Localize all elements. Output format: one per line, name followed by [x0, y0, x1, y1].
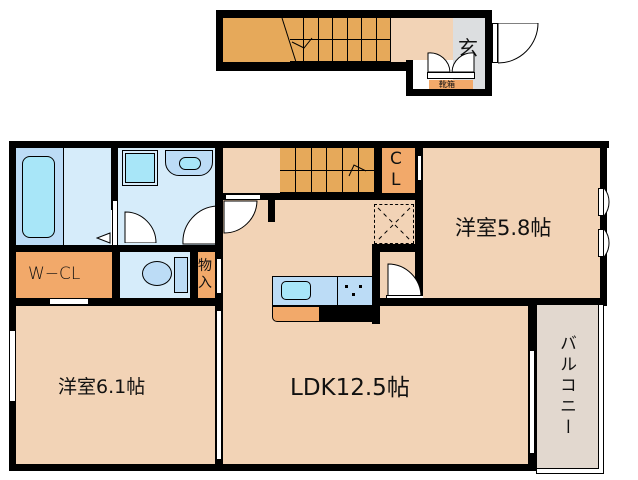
bath-door-arrow-icon: [96, 232, 111, 244]
closet-cl-label-c: C: [390, 149, 402, 169]
kitchen-right-wall: [372, 244, 380, 324]
stair-bottom-wall: [223, 193, 418, 200]
room-5-8-left-wall: [415, 148, 423, 298]
lower-left-wall: [16, 298, 223, 306]
room-5-8-bottom-wall: [380, 298, 607, 306]
western-room-5-8: [423, 148, 600, 298]
washroom-door-icon[interactable]: [124, 211, 162, 243]
wcl-door[interactable]: [49, 298, 89, 305]
window-sash-upper[interactable]: [598, 188, 604, 216]
kitchen-back-wall: [320, 306, 380, 322]
cl-door[interactable]: [417, 155, 422, 181]
western-room-6-1-window[interactable]: [9, 330, 16, 402]
upper-hall: [391, 18, 453, 62]
hatch-bottom-wall: [372, 244, 423, 252]
ldk-left-wall: [215, 148, 223, 471]
washing-machine-icon: [122, 150, 158, 186]
left-outer-wall: [9, 141, 16, 471]
bath-wall: [111, 148, 118, 210]
ldk-hall-door-frame: [225, 194, 261, 200]
upper-stairs: [223, 18, 391, 62]
toilet-tank-icon: [174, 257, 188, 293]
upper-entrance-level: 玄 靴箱: [216, 10, 539, 96]
wcl-wall: [112, 252, 120, 298]
shoe-box-top: [427, 72, 475, 79]
toilet-wall: [190, 252, 198, 298]
shoe-cabinet: [429, 80, 473, 89]
storage-door[interactable]: [216, 258, 222, 294]
western-room-6-1-label: 洋室6.1帖: [58, 376, 146, 398]
stove-burners-icon: [345, 285, 362, 296]
storage-label-top: 物: [198, 258, 212, 274]
closet-cl-label-l: L: [391, 170, 401, 190]
balcony-label: バルコニー: [556, 334, 576, 439]
ldk-label: LDK12.5帖: [290, 375, 410, 401]
front-door-swing-icon[interactable]: [498, 23, 544, 65]
main-stairs: [280, 148, 375, 193]
window-sash-lower[interactable]: [598, 229, 604, 257]
closet-cl: [382, 148, 415, 193]
storage-closet: [198, 252, 215, 298]
bathtub-icon: [22, 156, 55, 238]
ceiling-hatch: [374, 204, 414, 244]
walk-in-closet: [16, 252, 112, 298]
balcony: [536, 304, 604, 474]
western-room-6-1-sliding-door[interactable]: [216, 310, 222, 460]
wall-stub: [268, 200, 275, 222]
shoe-cabinet-label: 靴箱: [439, 80, 455, 89]
shoe-box-door-icon[interactable]: [427, 52, 475, 72]
toilet-bowl-icon: [142, 261, 172, 286]
walk-in-closet-label: W−CL: [28, 264, 81, 284]
kitchen-sink-icon: [281, 281, 311, 300]
western-room-5-8-label: 洋室5.8帖: [455, 216, 552, 240]
sink-icon: [165, 150, 213, 176]
western-room-6-1: [16, 306, 215, 464]
top-outer-wall: [9, 141, 609, 148]
kitchen-cabinet: [272, 306, 320, 322]
hatch-cross-icon: [377, 207, 411, 241]
mid-left-wall: [16, 245, 223, 252]
ldk-hall-door-icon[interactable]: [223, 200, 263, 234]
stair-arrow-icon: [281, 18, 313, 62]
right-outer-wall: [600, 141, 607, 301]
room-5-8-door-icon[interactable]: [387, 263, 425, 298]
balcony-sliding-window[interactable]: [529, 350, 535, 454]
main-stair-arrow-icon: [348, 164, 367, 177]
main-stair-treads: [280, 148, 375, 193]
casement-window-icon: [604, 188, 610, 258]
stair-cl-wall: [375, 148, 382, 198]
bottom-outer-wall: [9, 464, 537, 471]
washroom-hall-door-icon[interactable]: [182, 205, 218, 245]
storage-label-bottom: 入: [198, 275, 212, 291]
upper-stair-treads: [290, 18, 391, 62]
